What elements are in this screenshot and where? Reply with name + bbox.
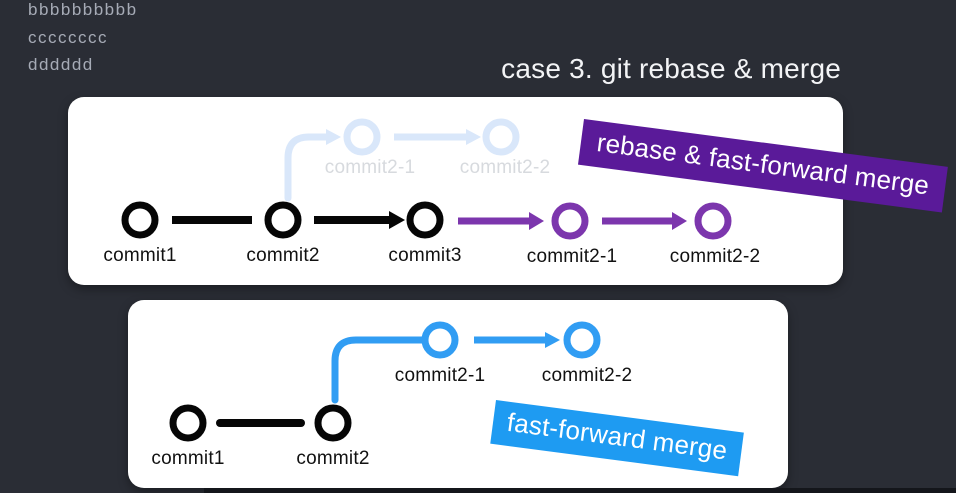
ghost-commit-node xyxy=(482,118,520,156)
ghost-commit-node xyxy=(343,118,381,156)
rebased-commit-node xyxy=(694,202,732,240)
branch-curve xyxy=(331,336,426,404)
bottom-strip xyxy=(204,488,956,493)
ghost-arrowhead-icon xyxy=(466,129,481,145)
commit-node xyxy=(121,201,159,239)
commit-label: commit2-1 xyxy=(526,246,618,267)
branch-commit-node xyxy=(563,321,601,359)
commit-label: commit2-2 xyxy=(669,246,761,267)
commit-node xyxy=(264,201,302,239)
commit-label: commit2-1 xyxy=(394,365,486,386)
commit-node xyxy=(169,404,207,442)
purple-arrowhead-icon xyxy=(529,212,544,230)
fast-forward-graph xyxy=(169,321,601,442)
code-notes: bbbbbbbbbb cccccccc dddddd xyxy=(28,0,138,79)
slide-title: case 3. git rebase & merge xyxy=(501,53,841,84)
commit-label: commit1 xyxy=(103,245,177,266)
commit-label: commit2-2 xyxy=(459,157,551,178)
purple-arrowhead-icon xyxy=(672,212,687,230)
branch-commit-node xyxy=(421,321,459,359)
commit-label: commit1 xyxy=(151,448,225,469)
commit-label: commit2 xyxy=(296,448,370,469)
commit-node xyxy=(406,201,444,239)
commit-node xyxy=(314,404,352,442)
note-line: dddddd xyxy=(28,55,94,74)
ghost-branch-curve xyxy=(284,133,330,202)
rebase-graph xyxy=(121,118,732,240)
commit-label: commit2-1 xyxy=(324,157,416,178)
arrowhead-icon xyxy=(389,211,405,229)
commit-label: commit3 xyxy=(388,245,462,266)
note-line: bbbbbbbbbb xyxy=(28,0,138,19)
rebased-commit-node xyxy=(551,202,589,240)
commit-label: commit2 xyxy=(246,245,320,266)
blue-arrowhead-icon xyxy=(545,332,560,348)
commit-label: commit2-2 xyxy=(541,365,633,386)
ghost-arrowhead-icon xyxy=(326,129,341,145)
rebase-panel: commit2-1 commit2-2 commit1 commit2 comm… xyxy=(68,97,843,285)
note-line: cccccccc xyxy=(28,27,108,47)
